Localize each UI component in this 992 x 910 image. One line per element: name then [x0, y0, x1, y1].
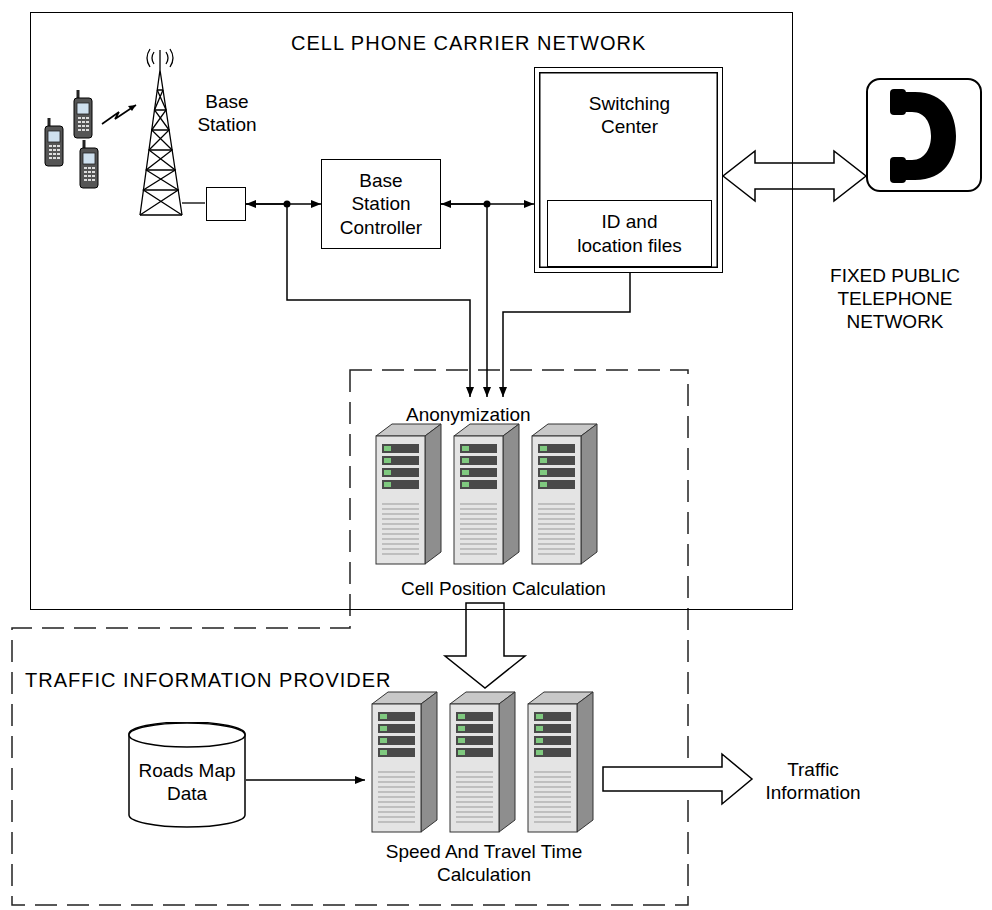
process-box: Base Station Controller [321, 159, 441, 249]
node-label: Traffic Information [758, 758, 868, 804]
node-label: Base Station Controller [336, 169, 426, 239]
cylinder-body [129, 722, 245, 827]
radio-link [102, 105, 136, 124]
base-station-tower [140, 49, 182, 215]
provider-region: TRAFFIC INFORMATION PROVIDER Roads Map Da… [12, 628, 688, 905]
telephone-icon: FIXED PUBLIC TELEPHONE NETWORK [866, 78, 982, 192]
junction-dot [484, 201, 491, 208]
node-label: Switching Center [575, 92, 685, 138]
server-group: Speed And Travel Time Calculation [365, 688, 603, 895]
connector-line [503, 267, 630, 397]
node-label: Cell Position Calculation [401, 577, 606, 600]
cell-phone-icon [45, 118, 63, 166]
tower-feed-line [182, 202, 205, 203]
database-cylinder: Roads Map Data [128, 722, 246, 828]
cylinder-top [129, 723, 245, 747]
switching-center-box: Switching Center ID and location files [534, 67, 723, 273]
junction-dot [284, 201, 291, 208]
block-arrow [723, 151, 866, 201]
server-icon [532, 424, 597, 564]
network-frame: CELL PHONE CARRIER NETWORKBase StationBa… [30, 12, 793, 610]
server-icon [454, 424, 519, 564]
file-box: ID and location files [547, 200, 712, 267]
connector-line [441, 204, 487, 397]
block-arrow [445, 603, 525, 688]
server-icon [376, 424, 441, 564]
block-arrow [603, 754, 752, 804]
node-label: Anonymization [406, 403, 531, 426]
node-label: Base Station [187, 90, 267, 136]
node-label: TRAFFIC INFORMATION PROVIDER [25, 668, 392, 692]
server-icon [528, 692, 593, 832]
output-node: Traffic Information [752, 756, 874, 810]
server-group: AnonymizationCell Position Calculation [361, 397, 651, 603]
connector-line [246, 779, 365, 781]
server-icon [450, 692, 515, 832]
node-label: Roads Map Data [135, 759, 239, 805]
base-station-box: Base Station [206, 187, 246, 221]
telephone-handset [890, 89, 956, 183]
node-label: CELL PHONE CARRIER NETWORK [291, 31, 646, 55]
radio-link-head [128, 105, 136, 111]
server-icon [372, 692, 437, 832]
node-label: Speed And Travel Time Calculation [377, 840, 592, 886]
node-label: FIXED PUBLIC TELEPHONE NETWORK [815, 264, 975, 334]
dashed-region [12, 370, 688, 905]
cell-phone-icon [74, 90, 92, 138]
cell-phone-icon [80, 140, 98, 188]
node-label: ID and location files [572, 210, 687, 256]
